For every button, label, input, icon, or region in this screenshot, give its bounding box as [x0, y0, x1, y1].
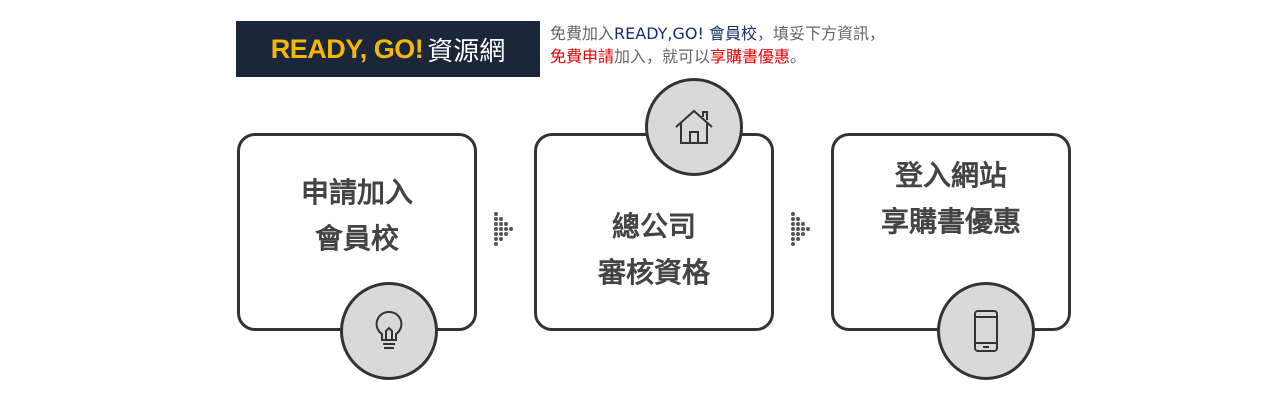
arrow-dot: [791, 227, 795, 231]
arrow-right-icon: [791, 212, 813, 248]
arrow-dot: [791, 237, 795, 241]
arrow-dot: [796, 232, 800, 236]
arrow-dot: [801, 227, 805, 231]
arrow-dot: [796, 237, 800, 241]
intro-text-segment: 免費加入: [550, 24, 615, 43]
intro-text-segment: 。: [790, 47, 807, 66]
arrow-dot: [791, 217, 795, 221]
arrow-dot: [796, 227, 800, 231]
step-title: 總公司: [611, 210, 696, 243]
intro-text: 免費加入READY,GO! 會員校，填妥下方資訊， 免費申請加入，就可以享購書優…: [550, 22, 885, 68]
home-icon: [645, 78, 743, 176]
step-subtitle: 審核資格: [597, 256, 710, 289]
logo-en: READY, GO!: [270, 33, 424, 64]
logo-zh: 資源網: [427, 36, 506, 67]
arrow-dot: [796, 217, 800, 221]
arrow-dot: [504, 222, 508, 226]
arrow-dot: [494, 237, 498, 241]
arrow-dot: [494, 232, 498, 236]
arrow-dot: [494, 227, 498, 231]
smartphone-icon: [937, 282, 1035, 380]
lightbulb-icon: [340, 282, 438, 380]
intro-text-segment: ，填妥下方資訊，: [757, 24, 886, 43]
arrow-dot: [801, 232, 805, 236]
intro-text-segment: 免費申請: [550, 47, 615, 66]
arrow-dot: [791, 232, 795, 236]
arrow-dot: [791, 212, 795, 216]
step-subtitle: 會員校: [314, 222, 399, 255]
arrow-dot: [791, 222, 795, 226]
arrow-dot: [499, 222, 503, 226]
step-subtitle: 享購書優惠: [880, 205, 1021, 238]
arrow-dot: [509, 227, 513, 231]
intro-text-segment: 加入，就可以: [614, 47, 711, 66]
arrow-dot: [499, 237, 503, 241]
intro-text-segment: READY,GO! 會員校: [614, 24, 757, 43]
intro-line-1: 免費加入READY,GO! 會員校，填妥下方資訊，: [550, 22, 885, 45]
arrow-dot: [494, 212, 498, 216]
arrow-right-icon: [494, 212, 516, 248]
arrow-dot: [791, 242, 795, 246]
intro-text-segment: 享購書優惠: [710, 47, 791, 66]
intro-line-2: 免費申請加入，就可以享購書優惠。: [550, 45, 885, 68]
step-card-review: 總公司 審核資格: [534, 133, 774, 331]
arrow-dot: [499, 232, 503, 236]
arrow-dot: [504, 232, 508, 236]
step-title: 登入網站: [894, 159, 1007, 192]
arrow-dot: [806, 227, 810, 231]
arrow-dot: [796, 222, 800, 226]
arrow-dot: [494, 217, 498, 221]
arrow-dot: [499, 217, 503, 221]
arrow-dot: [499, 227, 503, 231]
arrow-dot: [504, 227, 508, 231]
logo: READY, GO!資源網: [236, 21, 540, 77]
step-title: 申請加入: [300, 176, 413, 209]
arrow-dot: [494, 242, 498, 246]
arrow-dot: [494, 222, 498, 226]
arrow-dot: [801, 222, 805, 226]
